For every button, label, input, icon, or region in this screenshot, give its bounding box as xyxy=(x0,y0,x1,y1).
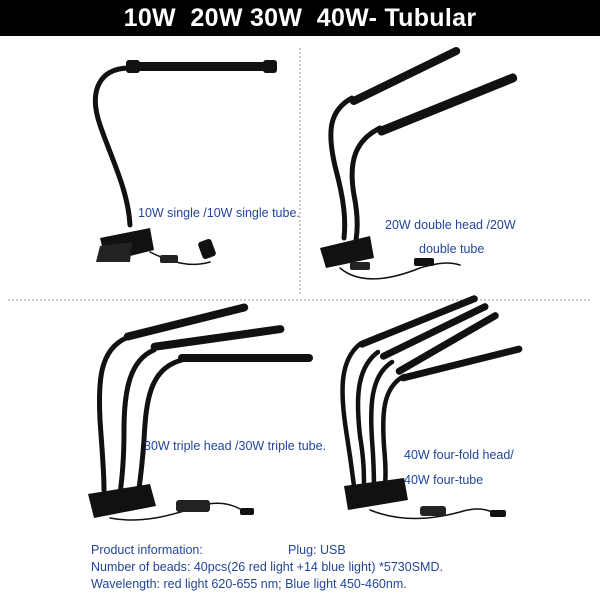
gooseneck xyxy=(93,65,133,228)
lamp-20w-double xyxy=(320,47,518,280)
switch xyxy=(176,500,210,512)
lamp-10w-single xyxy=(93,60,277,266)
usb-plug xyxy=(240,508,254,515)
caption-line: 40W four-tube xyxy=(404,473,484,487)
lamp-bar xyxy=(399,345,523,382)
lamp-bar xyxy=(358,295,478,348)
clamp-body xyxy=(344,478,408,510)
clamp-body xyxy=(88,484,156,518)
usb-plug xyxy=(490,510,506,517)
caption-line: 20W double head /20W xyxy=(385,218,516,232)
lamp-bar xyxy=(377,73,518,136)
info-line-beads: Number of beads: 40pcs(26 red light +14 … xyxy=(91,560,443,574)
title-banner: 10W 20W 30W 40W- Tubular xyxy=(0,0,600,36)
usb-plug xyxy=(198,238,216,260)
gooseneck xyxy=(135,357,185,499)
lamp-bar xyxy=(123,303,249,341)
lamp-30w-triple xyxy=(88,303,313,521)
switch xyxy=(420,506,446,516)
gooseneck xyxy=(328,95,355,241)
lamp-bar xyxy=(150,325,285,351)
clamp-body xyxy=(320,236,374,268)
clamp-jaw xyxy=(96,242,132,262)
caption-30w: 30W triple head /30W triple tube. xyxy=(144,439,326,453)
cable xyxy=(339,262,461,280)
lamp-bar xyxy=(349,47,461,105)
caption-20w: 20W double head /20W double tube xyxy=(385,213,516,261)
caption-10w: 10W single /10W single tube. xyxy=(138,206,300,220)
gooseneck xyxy=(117,347,157,497)
caption-40w: 40W four-fold head/ 40W four-tube xyxy=(404,443,514,493)
gooseneck xyxy=(96,335,129,493)
lamp-bar xyxy=(379,303,489,360)
product-information-label: Product information: xyxy=(91,543,203,557)
caption-line: 30W triple head /30W triple tube. xyxy=(144,439,327,453)
cable xyxy=(149,251,211,266)
info-line-product: Product information: Plug: USB xyxy=(91,542,346,559)
gooseneck xyxy=(380,373,407,495)
caption-line: 40W four-fold head/ xyxy=(404,448,514,462)
lamp-bar xyxy=(178,354,313,362)
gooseneck xyxy=(340,341,363,489)
cable xyxy=(369,508,501,520)
page-title: 10W 20W 30W 40W- Tubular xyxy=(123,3,477,32)
switch xyxy=(350,262,370,270)
gooseneck xyxy=(349,125,383,243)
caption-line: double tube xyxy=(419,242,485,256)
gooseneck xyxy=(368,359,395,493)
lamp-40w-quad xyxy=(340,295,523,520)
plug-label: Plug: USB xyxy=(288,543,346,557)
gooseneck xyxy=(355,349,381,491)
caption-line: 10W single /10W single tube. xyxy=(138,206,300,220)
lamp-bar xyxy=(395,312,499,375)
switch xyxy=(160,255,178,263)
usb-plug xyxy=(414,258,434,266)
info-line-wavelength: Wavelength: red light 620-655 nm; Blue l… xyxy=(91,577,407,591)
lamp-bar xyxy=(126,62,276,71)
lamp-bar-cap xyxy=(263,60,277,73)
